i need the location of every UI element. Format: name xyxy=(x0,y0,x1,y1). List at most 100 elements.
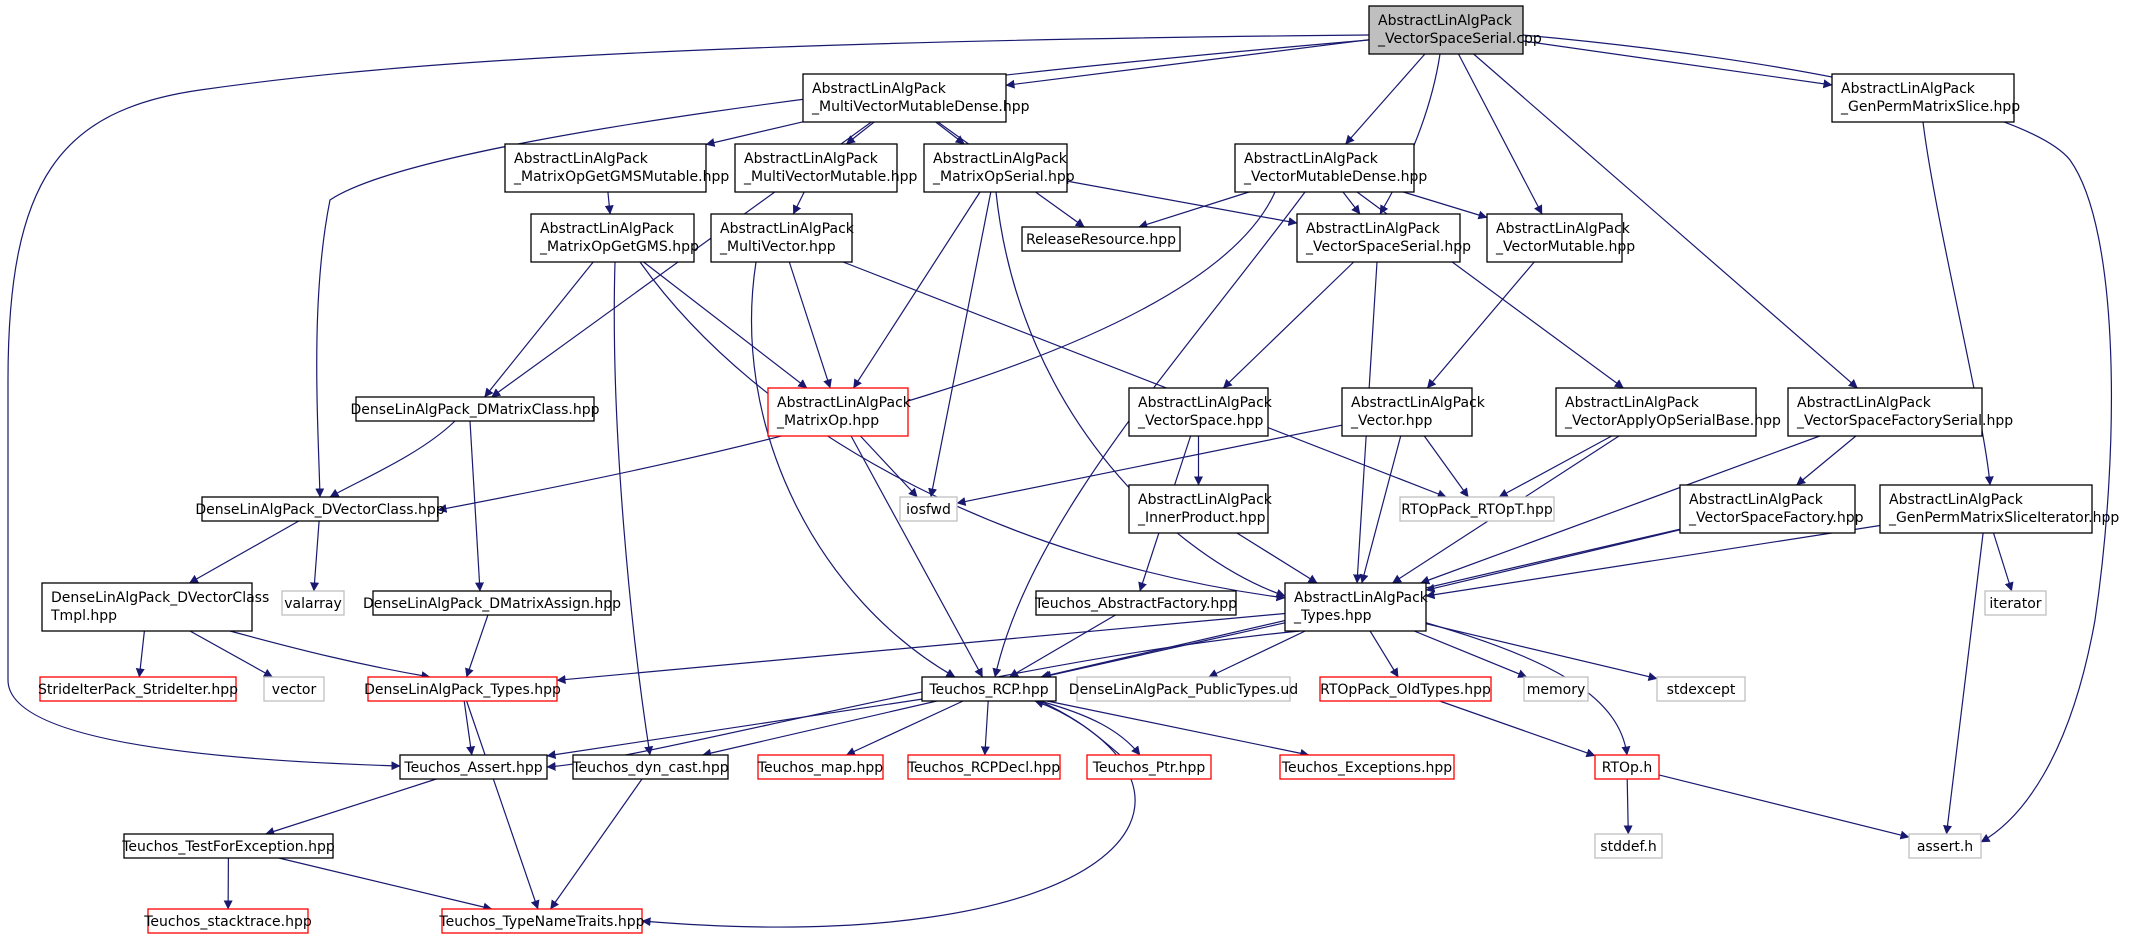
node-label-line: AbstractLinAlgPack xyxy=(1138,395,1273,411)
edge-gpms-to-gpmsi xyxy=(1922,121,1994,486)
edge-types-to-stdexcept xyxy=(1425,623,1658,682)
node-dvc[interactable]: DenseLinAlgPack_DVectorClass.hpp xyxy=(195,496,445,522)
node-asserth[interactable]: assert.h xyxy=(1908,833,1982,859)
node-box xyxy=(1076,676,1291,702)
node-box xyxy=(734,143,898,193)
edge-root-to-mvmd xyxy=(1005,39,1370,89)
node-rtoph[interactable]: RTOp.h xyxy=(1594,754,1660,780)
node-rtopt[interactable]: RTOpPack_RTOpT.hpp xyxy=(1399,496,1555,522)
node-box xyxy=(802,73,1007,123)
node-vec[interactable]: AbstractLinAlgPack_Vector.hpp xyxy=(1341,387,1486,437)
node-vsf[interactable]: AbstractLinAlgPack_VectorSpaceFactory.hp… xyxy=(1679,484,1864,534)
edge-vec-to-types xyxy=(1359,435,1402,584)
edge-types-to-pubtypes xyxy=(1208,630,1306,678)
node-gpms[interactable]: AbstractLinAlgPack _GenPermMatrixSlice.hp… xyxy=(1831,73,2020,123)
node-box xyxy=(1368,5,1524,55)
node-label-line: _MultiVector.hpp xyxy=(719,239,836,255)
edge-types-to-oldtypes xyxy=(1369,630,1399,678)
node-ip[interactable]: AbstractLinAlgPack_InnerProduct.hpp xyxy=(1128,484,1273,534)
node-dma[interactable]: DenseLinAlgPack_DMatrixAssign.hpp xyxy=(363,590,621,616)
edge-dvct-to-dlptypes xyxy=(229,630,431,680)
node-vss[interactable]: AbstractLinAlgPack_VectorSpaceSerial.hpp xyxy=(1296,213,1471,263)
edge-dmc-to-dvc xyxy=(329,420,456,498)
node-mvm[interactable]: AbstractLinAlgPack_MultiVectorMutable.hp… xyxy=(734,143,917,193)
node-label-line: RTOpPack_RTOpT.hpp xyxy=(1401,502,1553,518)
node-si[interactable]: StrideIterPack_StrideIter.hpp xyxy=(38,676,238,702)
node-label-line: valarray xyxy=(284,596,341,612)
node-valarray[interactable]: valarray xyxy=(281,590,345,616)
node-label-line: Teuchos_TestForException.hpp xyxy=(121,839,335,855)
node-vector[interactable]: vector xyxy=(263,676,325,702)
edge-root-to-asserth xyxy=(1522,34,2113,843)
node-label-line: AbstractLinAlgPack xyxy=(812,81,947,97)
edge-root-to-vsfs xyxy=(1473,53,1858,389)
node-mogms[interactable]: AbstractLinAlgPack_MatrixOpGetGMS.hpp xyxy=(530,213,699,263)
node-rcpdecl[interactable]: Teuchos_RCPDecl.hpp xyxy=(907,754,1061,780)
node-mv[interactable]: AbstractLinAlgPack_MultiVector.hpp xyxy=(710,213,855,263)
edge-gpmsi-to-iterator xyxy=(1992,532,2014,592)
node-mos[interactable]: AbstractLinAlgPack_MatrixOpSerial.hpp xyxy=(923,143,1075,193)
node-vaosb[interactable]: AbstractLinAlgPack_VectorApplyOpSerialBa… xyxy=(1555,387,1781,437)
node-vmd[interactable]: AbstractLinAlgPack_VectorMutableDense.hp… xyxy=(1234,143,1427,193)
node-mvmd[interactable]: AbstractLinAlgPack _MultiVectorMutableDen… xyxy=(802,73,1030,123)
node-dmc[interactable]: DenseLinAlgPack_DMatrixClass.hpp xyxy=(350,396,600,422)
node-box xyxy=(367,676,558,702)
node-af[interactable]: Teuchos_AbstractFactory.hpp xyxy=(1034,590,1237,616)
node-tfe[interactable]: Teuchos_TestForException.hpp xyxy=(121,833,335,859)
node-label-line: Teuchos_Ptr.hpp xyxy=(1092,760,1206,776)
node-stack[interactable]: Teuchos_stacktrace.hpp xyxy=(143,908,312,934)
node-label-line: AbstractLinAlgPack xyxy=(1889,492,2024,508)
node-vm[interactable]: AbstractLinAlgPack_VectorMutable.hpp xyxy=(1486,213,1635,263)
node-iterator[interactable]: iterator xyxy=(1984,590,2047,616)
edge-dvc-to-valarray xyxy=(310,520,320,592)
node-box xyxy=(923,143,1068,193)
node-label-line: AbstractLinAlgPack xyxy=(1496,221,1631,237)
node-box xyxy=(201,496,439,522)
node-label-line: _VectorApplyOpSerialBase.hpp xyxy=(1564,413,1781,429)
node-box xyxy=(899,496,958,522)
node-memory[interactable]: memory xyxy=(1523,676,1589,702)
node-vsfs[interactable]: AbstractLinAlgPack_VectorSpaceFactorySer… xyxy=(1787,387,2013,437)
edge-vsf-to-types xyxy=(1425,529,1681,593)
node-box xyxy=(355,396,595,422)
node-gpmsi[interactable]: AbstractLinAlgPack_GenPermMatrixSliceIte… xyxy=(1879,484,2119,534)
node-oldtypes[interactable]: RTOpPack_OldTypes.hpp xyxy=(1319,676,1492,702)
node-stdexcept[interactable]: stdexcept xyxy=(1656,676,1746,702)
node-label-line: ReleaseResource.hpp xyxy=(1026,232,1176,248)
node-label-line: _MultiVectorMutableDense.hpp xyxy=(811,99,1030,115)
node-rcp[interactable]: Teuchos_RCP.hpp xyxy=(921,676,1057,702)
node-box xyxy=(1486,213,1623,263)
node-types[interactable]: AbstractLinAlgPack_Types.hpp xyxy=(1284,582,1429,632)
node-relres[interactable]: ReleaseResource.hpp xyxy=(1021,226,1181,252)
edge-mos-to-types xyxy=(995,191,1286,598)
node-box xyxy=(372,590,612,616)
edge-mos-to-vss xyxy=(1066,180,1298,226)
node-dlptypes[interactable]: DenseLinAlgPack_Types.hpp xyxy=(364,676,561,702)
node-pubtypes[interactable]: DenseLinAlgPack_PublicTypes.ud xyxy=(1069,676,1298,702)
edge-rtoph-to-stddef xyxy=(1623,778,1633,835)
node-vsp[interactable]: AbstractLinAlgPack_VectorSpace.hpp xyxy=(1128,387,1273,437)
node-assert[interactable]: Teuchos_Assert.hpp xyxy=(399,754,548,780)
node-map[interactable]: Teuchos_map.hpp xyxy=(757,754,884,780)
node-box xyxy=(1787,387,1983,437)
node-label-line: AbstractLinAlgPack xyxy=(1841,81,1976,97)
node-mop[interactable]: AbstractLinAlgPack_MatrixOp.hpp xyxy=(767,387,912,437)
edge-types-to-rcp xyxy=(1042,622,1286,680)
node-box xyxy=(1523,676,1589,702)
node-tnt[interactable]: Teuchos_TypeNameTraits.hpp xyxy=(438,908,645,934)
node-dyncast[interactable]: Teuchos_dyn_cast.hpp xyxy=(571,754,729,780)
node-ptr[interactable]: Teuchos_Ptr.hpp xyxy=(1086,754,1212,780)
node-iosfwd[interactable]: iosfwd xyxy=(899,496,958,522)
node-box xyxy=(1035,590,1237,616)
node-mogmsm[interactable]: AbstractLinAlgPack_MatrixOpGetGMSMutable… xyxy=(504,143,729,193)
node-label-line: _GenPermMatrixSlice.hpp xyxy=(1840,99,2020,115)
node-box xyxy=(767,387,909,437)
node-stddef[interactable]: stddef.h xyxy=(1594,833,1663,859)
node-root[interactable]: AbstractLinAlgPack_VectorSpaceSerial.cpp xyxy=(1368,5,1542,55)
node-label-line: RTOp.h xyxy=(1602,760,1653,776)
node-exc[interactable]: Teuchos_Exceptions.hpp xyxy=(1279,754,1455,780)
node-label-line: Teuchos_RCP.hpp xyxy=(928,682,1048,698)
nodes-layer: AbstractLinAlgPack_VectorSpaceSerial.cpp… xyxy=(38,5,2119,934)
edge-vmd-to-dvc xyxy=(437,191,1276,513)
